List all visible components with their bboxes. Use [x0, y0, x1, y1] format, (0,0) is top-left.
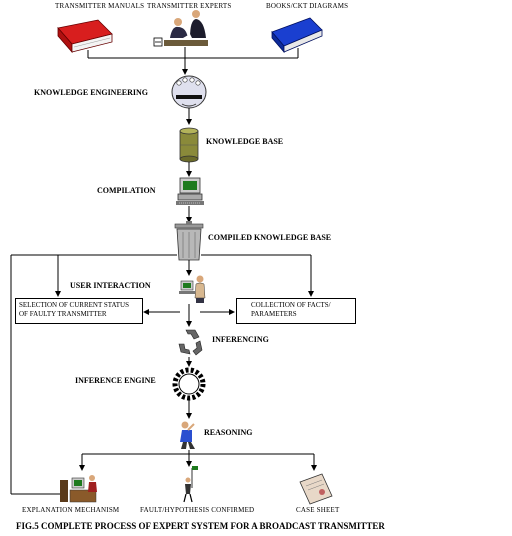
- books-circuit-diagrams-icon: [271, 17, 323, 54]
- transmitter-manuals-icon: [57, 19, 113, 54]
- fault-confirmed-label: FAULT/HYPOTHESIS CONFIRMED: [140, 506, 255, 514]
- figure-caption: FIG.5 COMPLETE PROCESS OF EXPERT SYSTEM …: [16, 521, 385, 531]
- inferencing-recycle-icon: [178, 329, 203, 356]
- compiled-kb-connectors: [10, 254, 314, 497]
- user-interaction-icon: [179, 275, 206, 303]
- selection-status-box: SELECTION OF CURRENT STATUS OF FAULTY TR…: [15, 298, 143, 324]
- fault-confirmed-icon: [183, 466, 198, 503]
- explanation-mechanism-icon: [60, 475, 97, 503]
- knowledge-base-label: KNOWLEDGE BASE: [206, 137, 284, 146]
- explanation-mechanism-label: EXPLANATION MECHANISM: [22, 506, 120, 514]
- inference-engine-gear-icon: [172, 367, 206, 401]
- transmitter-experts-icon: [153, 10, 208, 47]
- knowledge-base-icon: [179, 127, 199, 163]
- reasoning-person-icon: [180, 421, 195, 449]
- reasoning-label: REASONING: [204, 428, 253, 437]
- case-sheet-label: CASE SHEET: [296, 506, 340, 514]
- books-circuit-diagrams-label: BOOKS/CKT DIAGRAMS: [266, 2, 349, 10]
- compiled-knowledge-base-label: COMPILED KNOWLEDGE BASE: [208, 233, 332, 242]
- compilation-computer-icon: [176, 177, 204, 205]
- collection-facts-box: COLLECTION OF FACTS/ PARAMETERS: [236, 298, 356, 324]
- case-sheet-icon: [299, 473, 333, 505]
- source-connectors: [87, 47, 299, 75]
- inferencing-label: INFERENCING: [212, 335, 269, 344]
- transmitter-manuals-label: TRANSMITTER MANUALS: [55, 2, 145, 10]
- user-to-box-connectors: [143, 304, 235, 327]
- knowledge-engineering-label: KNOWLEDGE ENGINEERING: [34, 88, 149, 97]
- user-interaction-label: USER INTERACTION: [70, 281, 151, 290]
- compiled-knowledge-base-icon: [174, 221, 204, 261]
- knowledge-engineering-icon: [171, 75, 207, 109]
- compilation-label: COMPILATION: [97, 186, 156, 195]
- output-connectors: [79, 450, 317, 471]
- inference-engine-label: INFERENCE ENGINE: [75, 376, 156, 385]
- transmitter-experts-label: TRANSMITTER EXPERTS: [147, 2, 232, 10]
